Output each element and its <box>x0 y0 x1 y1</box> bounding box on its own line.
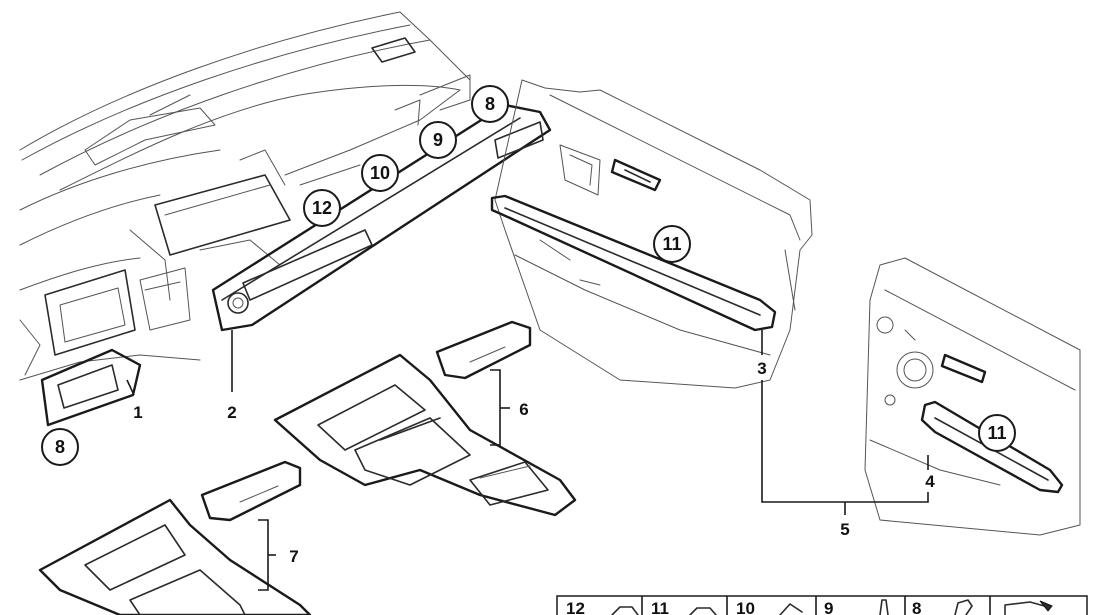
callout-10: 10 <box>361 154 399 192</box>
label-3: 3 <box>757 359 766 378</box>
pin-9-icon <box>879 599 889 615</box>
legend-strip: 12 11 10 9 8 <box>556 595 1088 615</box>
clip-8-icon <box>954 599 973 615</box>
leader-lines <box>126 330 929 591</box>
label-2: 2 <box>227 403 236 422</box>
part-2-dashboard-trim <box>211 103 552 332</box>
svg-text:10: 10 <box>370 163 390 183</box>
clip-10-icon <box>779 603 803 615</box>
svg-text:8: 8 <box>55 437 65 457</box>
screw-icon <box>1004 601 1049 615</box>
svg-text:8: 8 <box>912 599 921 615</box>
legend-item-screw <box>1004 600 1053 615</box>
label-7: 7 <box>289 547 298 566</box>
callout-11-rear-door: 11 <box>978 414 1016 452</box>
front-door-panel <box>494 79 813 389</box>
dashboard-drawing <box>19 11 471 381</box>
svg-text:11: 11 <box>651 599 669 615</box>
legend-item-9: 9 <box>824 599 889 615</box>
rear-door-panel <box>864 257 1081 536</box>
svg-text:9: 9 <box>433 130 443 150</box>
legend-item-8: 8 <box>912 599 973 615</box>
label-4: 4 <box>925 472 935 491</box>
legend-item-10: 10 <box>736 599 803 615</box>
part-1-trim-piece <box>40 348 142 427</box>
label-1: 1 <box>133 403 142 422</box>
svg-text:12: 12 <box>312 198 332 218</box>
callout-12: 12 <box>303 189 341 227</box>
part-3-door-trim <box>490 194 777 332</box>
label-6: 6 <box>519 400 528 419</box>
legend-item-12: 12 <box>566 599 639 615</box>
svg-text:9: 9 <box>824 599 833 615</box>
svg-text:12: 12 <box>566 599 585 615</box>
clip-12-icon <box>611 606 639 615</box>
label-5: 5 <box>840 520 849 539</box>
svg-text:11: 11 <box>987 423 1006 443</box>
clip-11-icon <box>689 607 717 615</box>
callout-11-front-door: 11 <box>653 225 691 263</box>
callout-8-top: 8 <box>471 85 509 123</box>
svg-text:10: 10 <box>736 599 755 615</box>
part-6-console-trim <box>273 320 577 517</box>
callout-8-bottom: 8 <box>41 428 79 466</box>
svg-text:8: 8 <box>485 94 495 114</box>
part-7-console-trim <box>38 460 312 615</box>
svg-text:11: 11 <box>662 234 681 254</box>
legend-item-11: 11 <box>651 599 717 615</box>
callout-9: 9 <box>419 121 457 159</box>
